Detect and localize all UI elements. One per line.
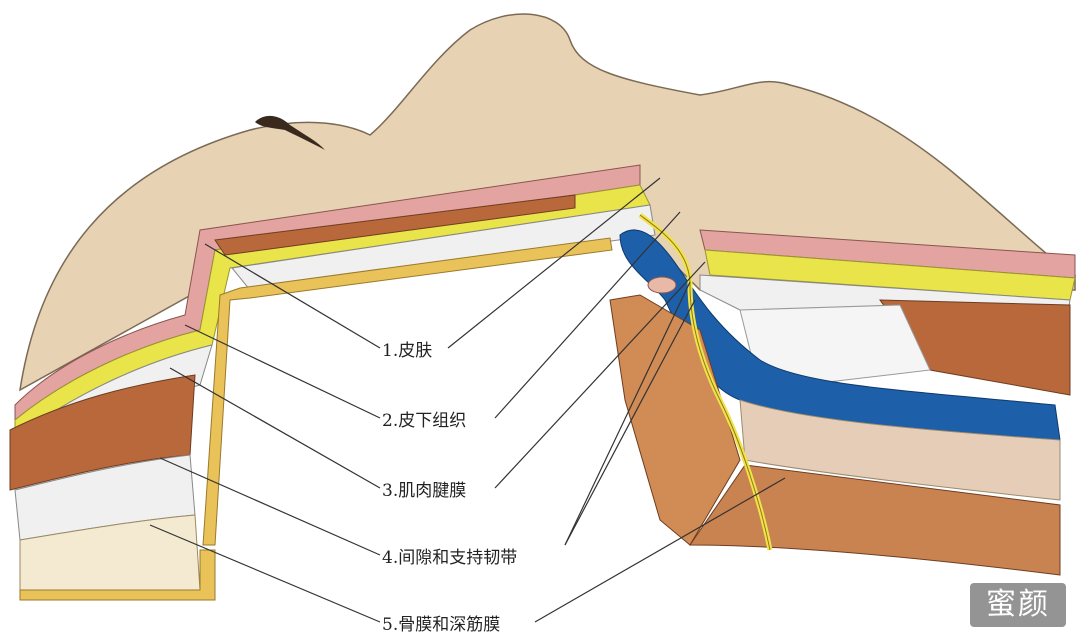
top-fascia-layer	[231, 204, 656, 291]
watermark-logo: 蜜颜	[970, 583, 1066, 627]
left-bone-block	[19, 514, 201, 591]
label-periosteum-fascia: 5.骨膜和深筋膜	[382, 615, 500, 635]
label-muscle-aponeurosis: 3.肌肉腱膜	[382, 481, 466, 501]
label-subcutaneous: 2.皮下组织	[382, 411, 466, 431]
label-skin: 1.皮肤	[382, 341, 432, 361]
leader-lines	[149, 177, 786, 623]
periosteum-top	[202, 237, 613, 546]
ligament-spot	[647, 276, 677, 294]
frontalis-muscle-strip	[214, 194, 576, 256]
left-periosteum-edge	[19, 549, 216, 601]
label-space-ligament: 4.间隙和支持韧带	[382, 548, 517, 568]
eyebrow-mark	[255, 115, 325, 150]
right-deep-layer	[739, 399, 1061, 501]
nerve-outline	[639, 214, 771, 551]
